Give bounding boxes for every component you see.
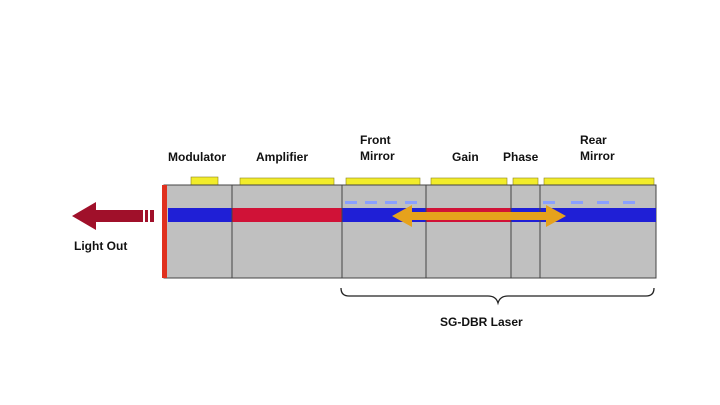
arrow-left-icon <box>72 202 154 230</box>
grating-burst <box>543 201 555 204</box>
grating-burst <box>405 201 417 204</box>
grating-burst <box>365 201 377 204</box>
rear-mirror-label-line2: Mirror <box>580 149 615 163</box>
rear-mirror-label-line1: Rear <box>580 133 607 147</box>
arrow-stripe <box>148 210 150 222</box>
front-mirror-label-line2: Mirror <box>360 149 395 163</box>
light-out-arrow <box>72 202 154 230</box>
grating-burst <box>571 201 583 204</box>
phase-contact <box>512 177 539 186</box>
rear-mirror-contact <box>543 177 655 186</box>
amplifier-active-region <box>232 208 342 222</box>
front-mirror-contact <box>345 177 421 186</box>
gain-contact <box>430 177 508 186</box>
sg-dbr-bracket <box>340 287 655 306</box>
modulator-label: Modulator <box>168 150 226 164</box>
double-arrow-icon <box>392 205 566 227</box>
grating-burst <box>623 201 635 204</box>
grating-burst <box>385 201 397 204</box>
phase-label: Phase <box>503 150 539 164</box>
arrow-stripe <box>143 210 145 222</box>
grating-burst <box>345 201 357 204</box>
front-mirror-label-line1: Front <box>360 133 391 147</box>
gain-label: Gain <box>452 150 479 164</box>
amplifier-label: Amplifier <box>256 150 308 164</box>
sg-dbr-laser-label: SG-DBR Laser <box>440 315 523 329</box>
output-facet <box>162 185 167 278</box>
light-out-label: Light Out <box>74 239 127 253</box>
modulator-contact <box>190 176 219 186</box>
sampled-gratings <box>345 201 635 204</box>
grating-burst <box>597 201 609 204</box>
chip-substrate <box>163 184 657 279</box>
amplifier-contact <box>239 177 335 186</box>
